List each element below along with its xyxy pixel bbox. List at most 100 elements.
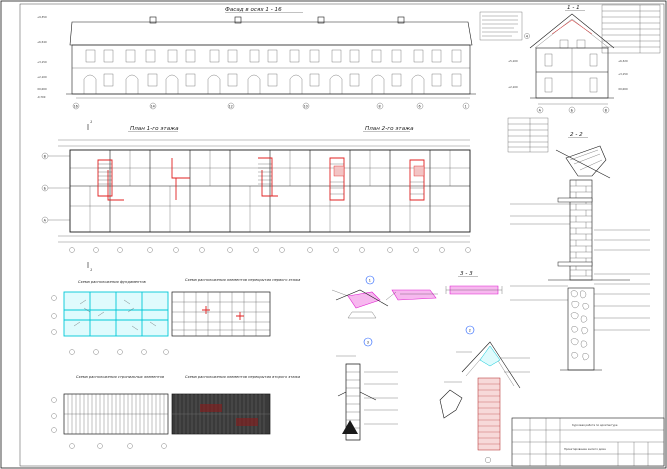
- facade-axis-6: 6: [416, 102, 424, 110]
- foundation-axes: [51, 295, 169, 355]
- svg-text:2: 2: [469, 329, 471, 333]
- rafters-scheme-title: Схема расположения стропильных элементов: [76, 375, 164, 379]
- section-2-2: 2 - 2: [510, 132, 650, 371]
- section-marker-4: 4: [524, 33, 530, 39]
- detail-2-beam: [391, 289, 437, 301]
- floor-slab-2: [557, 261, 593, 267]
- svg-text:+3,150: +3,150: [618, 72, 628, 76]
- svg-text:-0,700: -0,700: [37, 95, 46, 99]
- section-mark-1-top: 1: [87, 120, 92, 130]
- plan-2-title: План 2-го этажа: [365, 126, 414, 132]
- detail-1: 1: [331, 275, 389, 319]
- roof-layers-table: [601, 4, 661, 54]
- eave-detail: [565, 145, 607, 177]
- section-2-2-callouts: [510, 203, 650, 331]
- section-axis-v: В: [602, 106, 610, 114]
- facade-windows-upper: [85, 49, 462, 63]
- section-1-1-title: 1 - 1: [567, 5, 580, 11]
- rafter-axes: [51, 397, 167, 449]
- section-notes: [479, 11, 523, 41]
- overlap-scheme-1-title: Схема расположения элементов перекрытия …: [185, 278, 300, 282]
- svg-text:12: 12: [229, 105, 233, 109]
- svg-text:10: 10: [304, 105, 308, 109]
- svg-text:8: 8: [379, 105, 381, 109]
- floor-plans: План 1-го этажа План 2-го этажа 1 1: [41, 120, 471, 272]
- svg-text:В: В: [44, 154, 47, 158]
- plan-partitions: [109, 150, 431, 232]
- plan-stairs: [98, 163, 424, 195]
- svg-text:16: 16: [74, 105, 78, 109]
- roof-slope: [555, 149, 611, 179]
- svg-text:±0,000: ±0,000: [37, 87, 47, 91]
- overlap-scheme-2-title: Схема расположения элементов перекрытия …: [185, 375, 300, 379]
- sheet-inner-frame: [19, 3, 665, 467]
- facade-chimney-2: [234, 16, 242, 24]
- floor-slab-1: [557, 197, 593, 203]
- svg-text:+2,100: +2,100: [37, 75, 47, 79]
- rafters-scheme: Схема расположения стропильных элементов: [51, 375, 169, 449]
- facade-axis-12: 12: [227, 102, 235, 110]
- section-axis-a: А: [536, 106, 544, 114]
- svg-text:3: 3: [367, 341, 369, 345]
- facade-title: Фасад в осях 1 - 16: [225, 7, 282, 13]
- svg-text:1: 1: [465, 105, 467, 109]
- section-roof-insulation: [551, 19, 593, 35]
- section-roof: [529, 13, 615, 49]
- detail-1-marker: 1: [365, 275, 375, 285]
- foundation-stones: [567, 287, 595, 371]
- foundation-strips: [64, 292, 168, 336]
- svg-text:14: 14: [151, 105, 155, 109]
- overlap-1-grid: [172, 292, 270, 336]
- title-block-title: Курсовая работа по архитектуре: [572, 423, 618, 427]
- svg-text:4: 4: [526, 34, 528, 38]
- facade-axis-14: 14: [149, 102, 157, 110]
- plan-column-axes: [69, 247, 471, 253]
- section-levels: +6,320+3,150±0,000 +5,100+2,100: [508, 59, 628, 91]
- detail-3-marker: 3: [363, 337, 373, 347]
- section-1-1: 1 - 1 4 +6,320+3,150±0,000 +5,1: [479, 4, 661, 153]
- detail-4-axis: [485, 457, 491, 463]
- floor-layers-table: [507, 117, 549, 153]
- section-3-3: 3 - 3: [445, 271, 503, 295]
- section-2-2-title: 2 - 2: [570, 132, 583, 138]
- eave-roof: [461, 341, 521, 389]
- overlap-scheme-2: Схема расположения элементов перекрытия …: [171, 375, 300, 435]
- facade-axis-16: 16: [72, 102, 80, 110]
- svg-text:+2,100: +2,100: [508, 85, 518, 89]
- svg-text:+9,350: +9,350: [37, 15, 47, 19]
- facade-axis-1: 1: [462, 102, 470, 110]
- facade-openings-lower: [83, 73, 462, 94]
- facade-chimney-4: [397, 16, 405, 24]
- detail-4-marker: 2: [465, 325, 475, 335]
- foundation-scheme: Схема расположения фундаментов: [51, 280, 169, 355]
- foundation-arrows: [73, 299, 157, 331]
- svg-text:А: А: [44, 218, 47, 222]
- facade-chimney-3: [317, 16, 325, 24]
- facade-view: Фасад в осях 1 - 16 +9,350+6,540 +3,150+…: [37, 7, 476, 110]
- rafter-lines: [64, 394, 168, 434]
- facade-axis-10: 10: [302, 102, 310, 110]
- detail-1-beam: [347, 291, 381, 309]
- section-3-3-title: 3 - 3: [460, 271, 473, 277]
- overlap-scheme-1: Схема расположения элементов перекрытия …: [171, 278, 300, 337]
- svg-text:В: В: [605, 108, 608, 112]
- svg-text:1: 1: [369, 279, 371, 283]
- svg-text:+6,540: +6,540: [37, 40, 47, 44]
- detail-3: 3: [336, 337, 398, 441]
- svg-text:±0,000: ±0,000: [618, 87, 628, 91]
- title-block-subtitle: Проектирование жилого дома: [564, 447, 606, 451]
- detail-4: 2: [439, 325, 530, 463]
- svg-text:+5,100: +5,100: [508, 59, 518, 63]
- title-block: Курсовая работа по архитектуре Проектиро…: [511, 417, 665, 467]
- svg-text:6: 6: [419, 105, 421, 109]
- svg-text:1: 1: [90, 120, 92, 124]
- section-mark-1-bottom: 1: [87, 262, 92, 272]
- facade-levels: +9,350 +6,540 +3,150 +2,100 ±0,000 -0,700: [37, 15, 47, 99]
- svg-text:+3,150: +3,150: [37, 60, 47, 64]
- facade-chimney-1: [149, 16, 157, 24]
- overlap-2-grid: [172, 394, 270, 434]
- svg-text:Б: Б: [44, 186, 47, 190]
- svg-text:1: 1: [90, 268, 92, 272]
